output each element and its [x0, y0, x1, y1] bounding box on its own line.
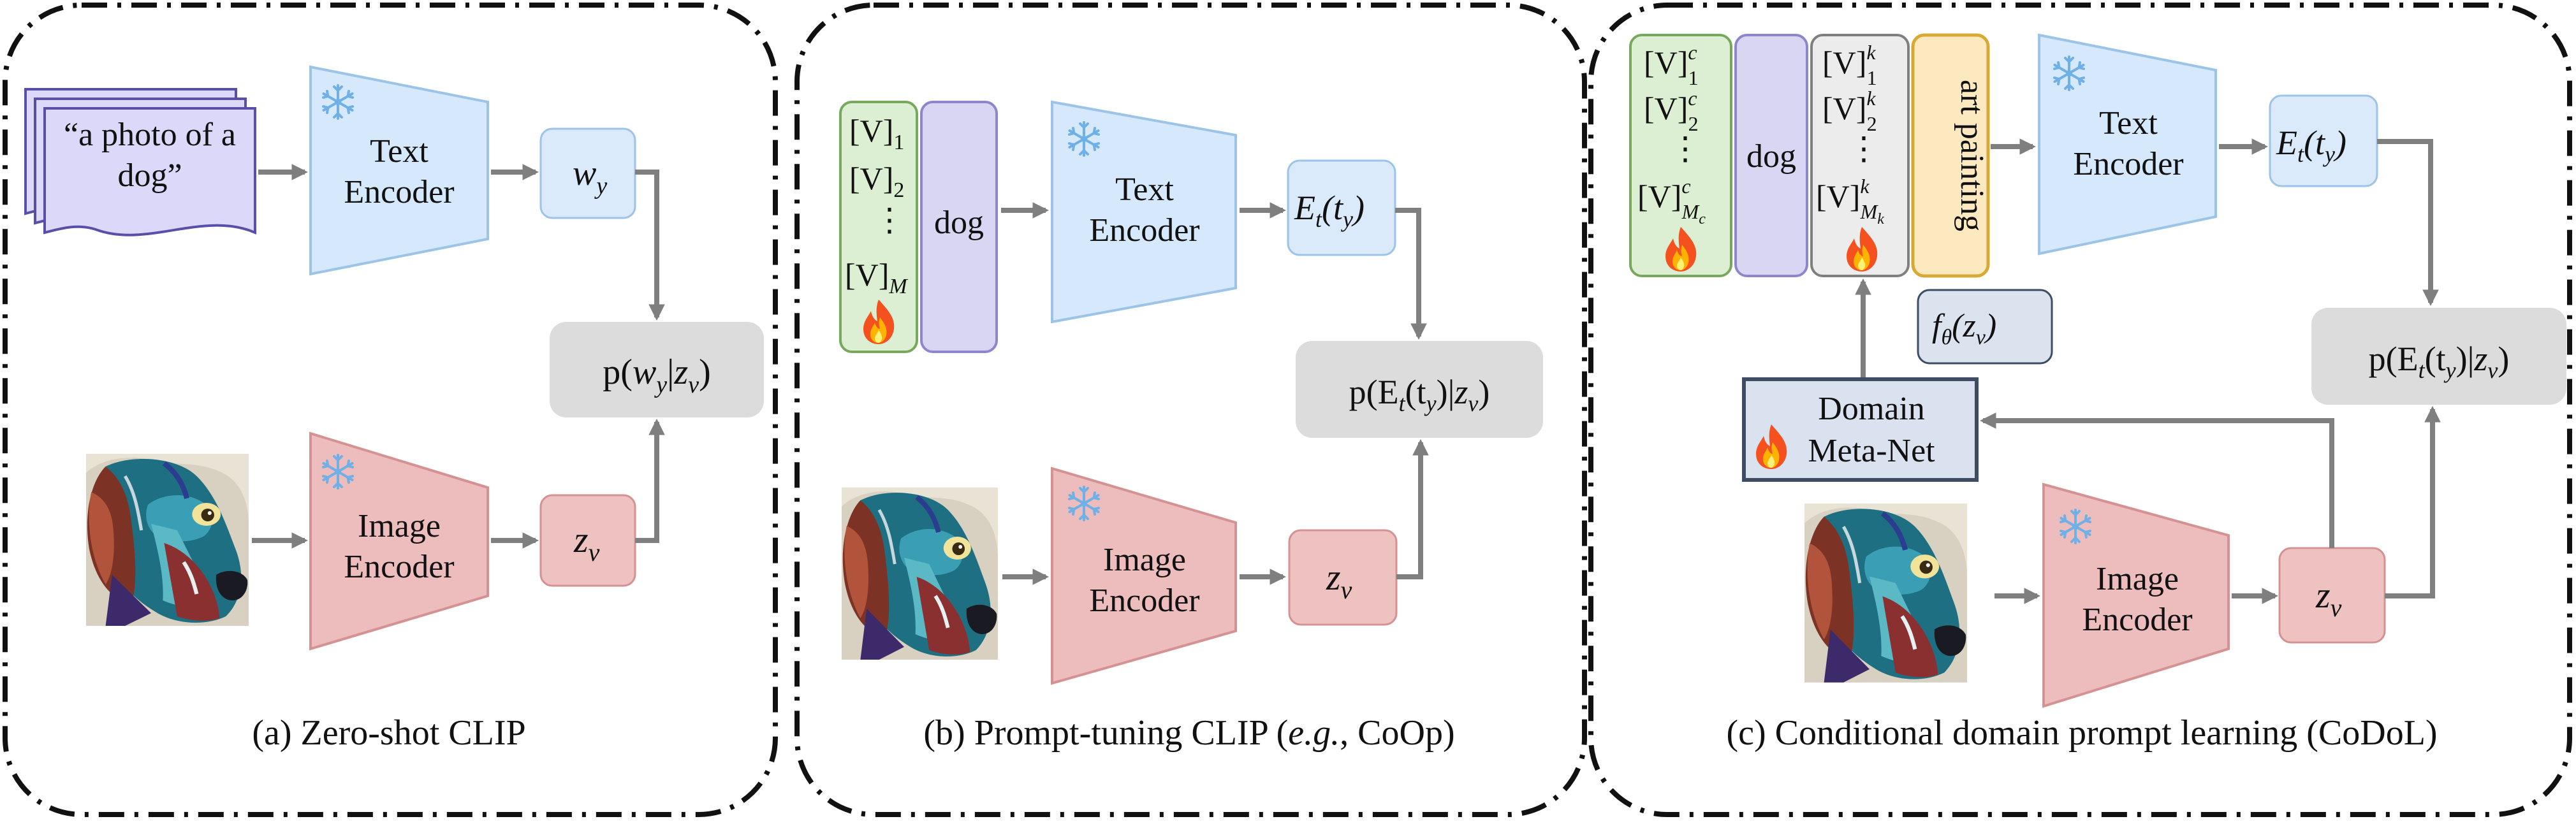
- prob-label-c: p(Et(ty)|zv): [2369, 340, 2510, 383]
- dog-painting-image: [842, 488, 998, 660]
- snowflake-icon: [1064, 119, 1104, 159]
- text-encoder-b: Text Encoder: [1051, 100, 1237, 324]
- text-encoder-a-line2: Encoder: [344, 174, 454, 210]
- domain-token-box: [1911, 33, 1990, 278]
- text-encoder-b-line2: Encoder: [1089, 212, 1199, 249]
- class-prompt-box: [1629, 34, 1732, 277]
- prompt-vm: [V]M: [845, 257, 908, 298]
- zv-label-c: zv: [2315, 574, 2342, 622]
- prob-label-a: p(wy|zv): [603, 352, 710, 398]
- et-label-b: Et(ty): [1294, 189, 1365, 232]
- prompt-v1: [V]1: [849, 113, 904, 154]
- prob-box-c: [2311, 308, 2566, 405]
- image-encoder-b: Image Encoder: [1051, 467, 1237, 685]
- arrow-zv-to-prob: [635, 418, 665, 543]
- arrow-et-to-prob-b: [1395, 208, 1427, 340]
- arrow-zv-to-prob-c: [2385, 405, 2441, 598]
- prob-box-a: [550, 322, 764, 417]
- learnable-prompt-box-b: [839, 101, 918, 353]
- panel-a-border: [3, 3, 778, 817]
- image-encoder-c-line2: Encoder: [2082, 602, 2192, 638]
- text-prompt-document: “a photo of a dog”: [24, 88, 256, 236]
- arrow-zv-to-prob-b: [1396, 438, 1429, 579]
- meta-net-line1: Domain: [1818, 391, 1925, 427]
- wy-label: wy: [573, 154, 607, 199]
- domain-prompt-box: [1810, 34, 1910, 277]
- text-encoder-a: Text Encoder: [309, 65, 489, 276]
- dog-painting-image: [86, 454, 249, 626]
- caption-a: (a) Zero-shot CLIP: [252, 713, 525, 753]
- image-encoder-a-line2: Encoder: [344, 549, 454, 585]
- text-encoder-a-line1: Text: [370, 133, 428, 170]
- text-encoder-c: Text Encoder: [2038, 33, 2217, 256]
- arrow-wy-to-prob: [635, 170, 665, 321]
- snowflake-icon: [2055, 506, 2096, 547]
- prob-box-b: [1296, 341, 1543, 438]
- text-encoder-c-line2: Encoder: [2073, 146, 2183, 182]
- doc-text-line1: “a photo of a: [64, 117, 236, 153]
- class-prompt-dots: ⋮: [1669, 131, 1701, 166]
- panel-b-border: [794, 3, 1587, 817]
- domain-token: art painting: [1954, 80, 1990, 231]
- f-theta-box: [1917, 289, 2053, 365]
- snowflake-icon: [318, 82, 358, 122]
- text-encoder-b-line1: Text: [1115, 171, 1174, 208]
- meta-net-line2: Meta-Net: [1808, 433, 1935, 469]
- class-token-c: dog: [1746, 138, 1796, 175]
- zv-label-a: zv: [573, 519, 600, 567]
- class-token-box-b: [920, 101, 998, 353]
- class-token-box-c: [1734, 34, 1808, 277]
- zv-label-b: zv: [1326, 556, 1352, 604]
- class-token-b: dog: [934, 205, 984, 241]
- caption-b: (b) Prompt-tuning CLIP (e.g., CoOp): [923, 713, 1454, 753]
- doc-text-line2: dog”: [117, 157, 182, 194]
- snowflake-icon: [1064, 483, 1104, 524]
- image-encoder-a-line1: Image: [358, 508, 441, 544]
- image-encoder-a: Image Encoder: [309, 431, 489, 651]
- panel-b: [V]1 [V]2 ⋮ [V]M dog Text Encoder Et(ty)…: [839, 100, 1543, 753]
- arrow-et-to-prob-c: [2377, 139, 2439, 307]
- image-encoder-c-line1: Image: [2096, 561, 2179, 597]
- image-encoder-b-line2: Encoder: [1089, 583, 1199, 619]
- panel-c-border: [1588, 3, 2572, 817]
- dog-painting-image: [1804, 504, 1967, 683]
- prompt-dots: ⋮: [874, 202, 905, 238]
- domain-prompt-dots: ⋮: [1848, 131, 1880, 166]
- image-encoder-c: Image Encoder: [2042, 482, 2230, 708]
- snowflake-icon: [318, 451, 358, 492]
- caption-c: (c) Conditional domain prompt learning (…: [1726, 713, 2437, 753]
- panel-a: “a photo of a dog” Text Encoder wy p(wy|…: [24, 65, 764, 753]
- snowflake-icon: [2049, 53, 2089, 94]
- arrow-zv-to-meta-net: [1979, 412, 2334, 548]
- text-encoder-c-line1: Text: [2099, 105, 2158, 141]
- et-label-c: Et(ty): [2276, 124, 2346, 167]
- image-encoder-b-line1: Image: [1103, 542, 1186, 578]
- prompt-v2: [V]2: [849, 161, 904, 202]
- prob-label-b: p(Et(ty)|zv): [1349, 373, 1490, 416]
